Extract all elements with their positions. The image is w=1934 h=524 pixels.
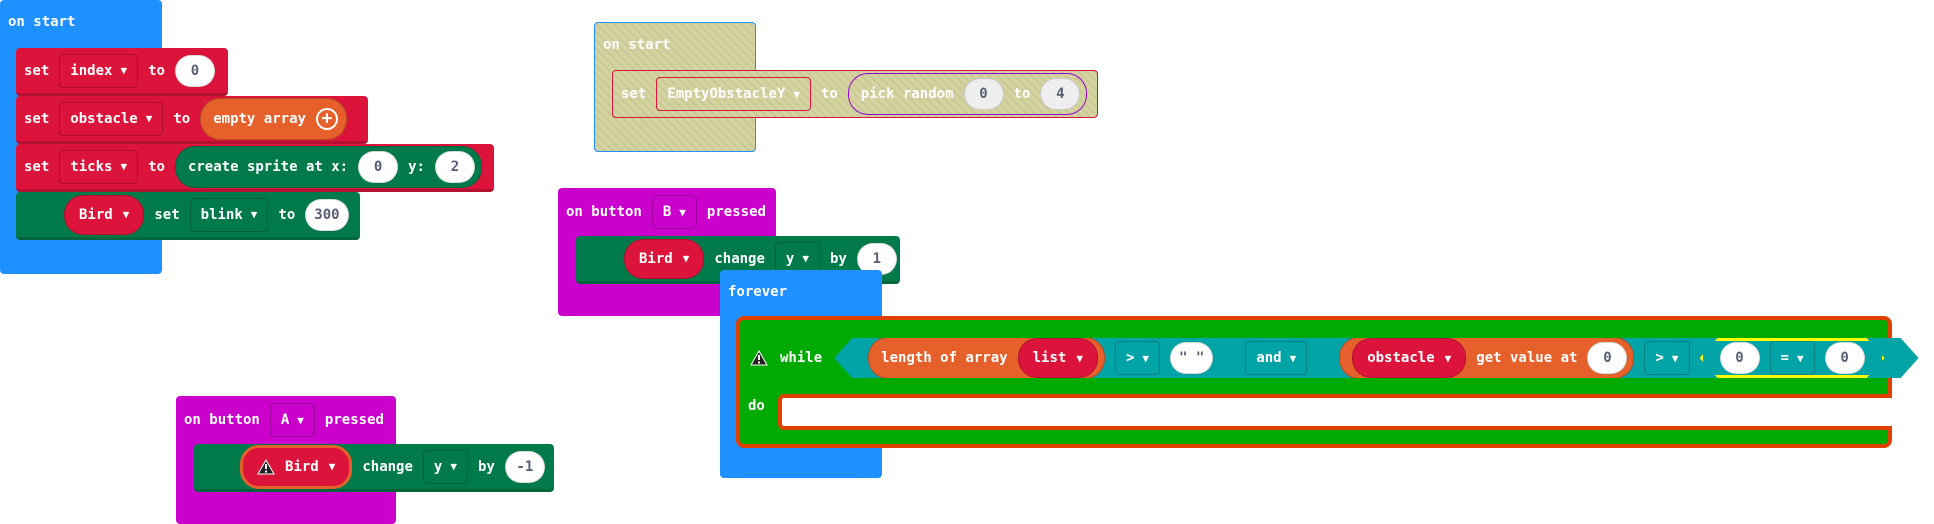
to-keyword: to (820, 86, 838, 102)
property-dropdown-y[interactable]: y▼ (422, 449, 468, 484)
chevron-down-icon: ▼ (450, 460, 457, 473)
while-block[interactable]: while length of array list▼ >▼ " " and▼ … (736, 316, 1892, 448)
property-dropdown-y[interactable]: y▼ (774, 241, 820, 276)
chevron-down-icon: ▼ (793, 87, 800, 101)
operator-dropdown-gt[interactable]: >▼ (1644, 341, 1689, 375)
forever-label: forever (728, 284, 788, 300)
random-max-field[interactable]: 4 (1040, 78, 1081, 110)
warning-icon (750, 350, 768, 366)
on-start-label: on start (8, 14, 76, 30)
set-obstacle-block[interactable]: set obstacle▼ to empty array + (16, 96, 368, 144)
on-button-keyword: on button (566, 204, 642, 220)
variable-dropdown-ticks[interactable]: ticks▼ (59, 149, 139, 184)
empty-array-block[interactable]: empty array + (200, 97, 347, 140)
sprite-x-field[interactable]: 0 (358, 150, 399, 183)
variable-dropdown-emptyobstacley[interactable]: EmptyObstacleY▼ (656, 77, 811, 111)
change-keyword: change (714, 250, 765, 267)
equals-compare-block[interactable]: 0 =▼ 0 (1700, 338, 1885, 378)
bird-variable-reporter[interactable]: Bird▼ (64, 194, 145, 235)
change-keyword: change (362, 458, 413, 475)
bird-set-blink-block[interactable]: Bird▼ set blink▼ to 300 (16, 192, 360, 240)
chevron-down-icon: ▼ (802, 252, 809, 265)
set-keyword: set (24, 62, 50, 79)
do-keyword: do (748, 398, 765, 414)
bird-change-y-block-a[interactable]: Bird▼ change y▼ by -1 (194, 444, 554, 492)
change-value-field[interactable]: -1 (504, 450, 545, 483)
create-sprite-block[interactable]: create sprite at x: 0 y: 2 (174, 145, 482, 188)
set-keyword: set (154, 206, 180, 223)
button-dropdown-a[interactable]: A▼ (269, 403, 315, 437)
chevron-down-icon: ▼ (145, 112, 153, 125)
random-min-field[interactable]: 0 (963, 78, 1004, 110)
warning-icon (257, 458, 275, 475)
length-of-array-block[interactable]: length of array list▼ (868, 337, 1105, 379)
bird-variable-reporter[interactable]: Bird▼ (624, 238, 705, 279)
operator-dropdown-eq[interactable]: =▼ (1770, 341, 1815, 375)
variable-dropdown-index[interactable]: index▼ (59, 53, 139, 88)
array-index-field[interactable]: 0 (1587, 342, 1627, 374)
do-slot[interactable] (778, 394, 1892, 430)
to-keyword: to (148, 158, 165, 175)
pick-random-block[interactable]: pick random 0 to 4 (847, 73, 1088, 115)
get-value-at-block[interactable]: obstacle▼ get value at 0 (1339, 337, 1634, 379)
to-keyword: to (148, 62, 165, 79)
chevron-down-icon: ▼ (1076, 351, 1083, 365)
pressed-keyword: pressed (706, 204, 766, 220)
chevron-down-icon: ▼ (297, 413, 304, 427)
list-variable-reporter[interactable]: list▼ (1018, 338, 1098, 378)
by-keyword: by (829, 250, 847, 267)
blink-value-field[interactable]: 300 (305, 198, 349, 231)
chevron-down-icon: ▼ (250, 208, 258, 221)
chevron-down-icon: ▼ (682, 252, 690, 265)
plus-icon[interactable]: + (315, 107, 338, 130)
while-keyword: while (780, 350, 823, 366)
variable-dropdown-obstacle[interactable]: obstacle▼ (59, 101, 164, 136)
compare-length-block[interactable]: length of array list▼ >▼ " " (846, 338, 1235, 378)
button-dropdown-b[interactable]: B▼ (651, 195, 697, 229)
set-keyword: set (24, 110, 50, 127)
string-value-field[interactable]: " " (1170, 342, 1213, 374)
set-emptyobstacley-block[interactable]: set EmptyObstacleY▼ to pick random 0 to … (612, 70, 1098, 118)
logic-dropdown-and[interactable]: and▼ (1245, 341, 1307, 375)
property-dropdown-blink[interactable]: blink▼ (189, 197, 269, 232)
chevron-down-icon: ▼ (679, 205, 686, 219)
set-index-block[interactable]: set index▼ to 0 (16, 48, 228, 96)
index-value-field[interactable]: 0 (174, 54, 215, 87)
to-keyword: to (278, 206, 296, 223)
set-keyword: set (24, 158, 50, 175)
sprite-y-field[interactable]: 2 (434, 150, 475, 183)
to-keyword: to (173, 110, 191, 127)
compare-obstacle-block[interactable]: obstacle▼ get value at 0 >▼ 0 =▼ 0 (1317, 338, 1906, 378)
chevron-down-icon: ▼ (328, 460, 336, 473)
bird-variable-reporter-warning[interactable]: Bird▼ (240, 444, 353, 489)
on-button-keyword: on button (184, 412, 260, 428)
pressed-keyword: pressed (324, 412, 384, 428)
chevron-down-icon: ▼ (1289, 351, 1297, 365)
chevron-down-icon: ▼ (120, 160, 128, 173)
chevron-down-icon: ▼ (1444, 351, 1452, 365)
equals-left-field[interactable]: 0 (1720, 342, 1760, 374)
chevron-down-icon: ▼ (122, 208, 130, 221)
operator-dropdown-gt[interactable]: >▼ (1115, 341, 1160, 375)
chevron-down-icon: ▼ (120, 64, 128, 77)
on-start-label: on start (603, 37, 671, 53)
set-ticks-block[interactable]: set ticks▼ to create sprite at x: 0 y: 2 (16, 144, 494, 192)
chevron-down-icon: ▼ (1796, 351, 1804, 365)
set-keyword: set (621, 86, 647, 102)
chevron-down-icon: ▼ (1142, 351, 1149, 365)
obstacle-variable-reporter[interactable]: obstacle▼ (1352, 338, 1466, 378)
and-condition-block[interactable]: length of array list▼ >▼ " " and▼ obstac… (834, 338, 1918, 378)
chevron-down-icon: ▼ (1671, 351, 1679, 365)
by-keyword: by (477, 458, 495, 475)
equals-right-field[interactable]: 0 (1825, 342, 1865, 374)
